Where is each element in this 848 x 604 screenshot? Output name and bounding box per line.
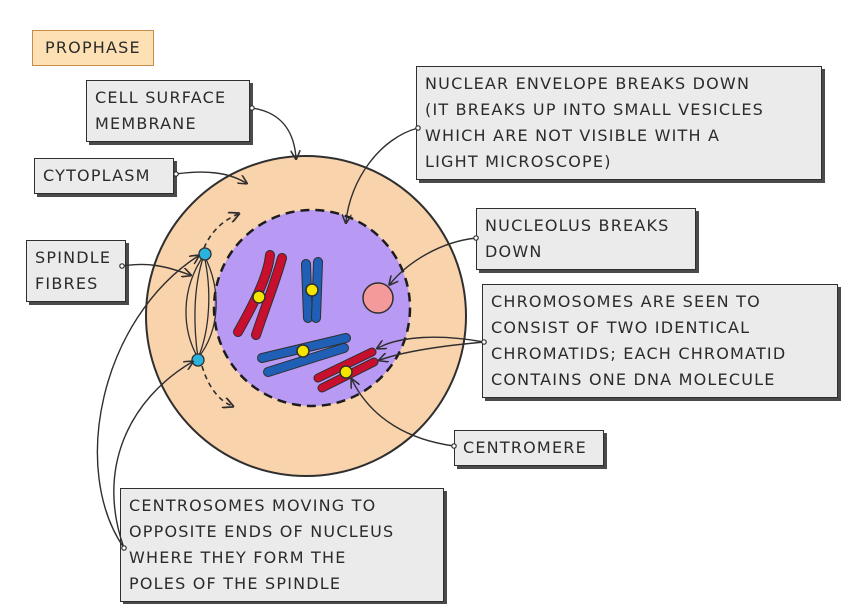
label-line: (IT BREAKS UP INTO SMALL VESICLES [425,100,764,119]
leader-centromere [352,380,455,447]
label-spindle-fibres: SPINDLE FIBRES [26,240,126,302]
centromere [339,365,353,379]
anchor-dot [121,545,127,551]
leader-spindle-fibres [121,263,190,275]
label-line: CONTAINS ONE DNA MOLECULE [491,370,776,389]
label-line: DOWN [485,242,543,261]
label-line: CHROMATIDS; EACH CHROMATID [491,344,787,363]
chromosome-blue-vertical [301,257,323,323]
label-line: CELL SURFACE [95,88,227,107]
spindle-fibres [185,254,217,359]
centrosome-top [198,247,212,261]
label-nucleolus: NUCLEOLUS BREAKS DOWN [476,208,696,270]
label-line: CYTOPLASM [43,166,151,185]
label-chromosomes: CHROMOSOMES ARE SEEN TO CONSIST OF TWO I… [482,284,838,398]
leader-nucleolus [390,237,477,284]
label-line: FIBRES [35,274,99,293]
centrosome-bottom [191,353,205,367]
anchor-dot [173,171,179,177]
nucleolus [362,282,394,314]
anchor-dot [473,235,479,241]
label-line: MEMBRANE [95,114,197,133]
chromosome-blue-diagonal [257,333,351,377]
leader-centrosomes-2 [113,362,192,549]
anchor-dot [249,105,255,111]
anchor-dot [451,443,457,449]
diagram-title: PROPHASE [45,38,141,57]
centromere [252,290,266,304]
leader-chromosomes-2 [380,341,485,360]
chromosome-red-diagonal [313,347,379,393]
title-box: PROPHASE [32,30,154,66]
label-line: WHICH ARE NOT VISIBLE WITH A [425,126,721,145]
anchor-dot [415,125,421,131]
centromere [305,283,319,297]
label-nuclear-envelope: NUCLEAR ENVELOPE BREAKS DOWN (IT BREAKS … [416,66,822,180]
centromere [296,344,310,358]
label-line: SPINDLE [35,248,112,267]
label-line: NUCLEAR ENVELOPE BREAKS DOWN [425,74,751,93]
label-centromere: CENTROMERE [454,430,604,466]
chromosome-red-tall [233,250,287,340]
label-centrosomes: CENTROSOMES MOVING TO OPPOSITE ENDS OF N… [120,488,444,602]
label-line: NUCLEOLUS BREAKS [485,216,670,235]
label-cytoplasm: CYTOPLASM [34,158,174,194]
leader-centrosomes-1 [96,256,198,549]
label-cell-membrane: CELL SURFACE MEMBRANE [86,80,250,142]
anchor-dot [481,339,487,345]
label-line: CONSIST OF TWO IDENTICAL [491,318,751,337]
leader-cytoplasm [175,171,246,183]
anchor-dot [119,263,125,269]
label-line: OPPOSITE ENDS OF NUCLEUS [129,522,395,541]
label-line: LIGHT MICROSCOPE) [425,152,612,171]
label-line: POLES OF THE SPINDLE [129,574,342,593]
label-line: CHROMOSOMES ARE SEEN TO [491,292,761,311]
leader-cell-membrane [251,107,296,158]
leader-chromosomes-1 [378,336,485,348]
label-line: CENTROMERE [463,438,587,457]
leader-nuclear-envelope [346,127,419,222]
centrosome-move-arrow-bottom [201,365,232,406]
centrosome-move-arrow-top [203,214,238,249]
label-line: WHERE THEY FORM THE [129,548,347,567]
label-line: CENTROSOMES MOVING TO [129,496,377,515]
